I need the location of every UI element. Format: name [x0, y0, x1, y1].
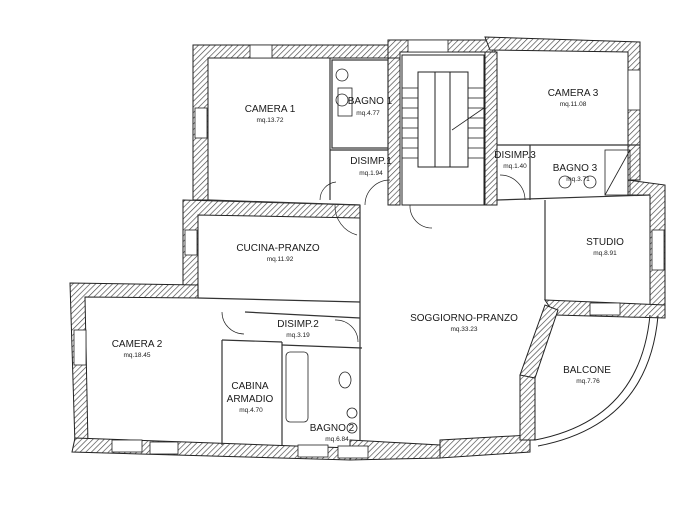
room-balcone: BALCONE mq.7.76 [563, 365, 611, 385]
room-camera-3: CAMERA 3 mq.11.08 [548, 88, 599, 108]
room-name: BAGNO 1 [348, 96, 393, 107]
room-name: BAGNO 3 [553, 163, 598, 174]
staircase [401, 54, 485, 206]
room-area: mq.11.92 [267, 256, 294, 263]
room-area: mq.7.76 [576, 378, 600, 385]
room-bagno-3: BAGNO 3 mq.3.71 [553, 163, 598, 183]
room-name: DISIMP.3 [494, 150, 536, 161]
room-bagno-1: BAGNO 1 mq.4.77 [348, 96, 393, 117]
room-area: mq.3.71 [566, 176, 590, 183]
room-name: CABINA [231, 381, 269, 392]
room-name: SOGGIORNO-PRANZO [410, 313, 518, 324]
room-name: BAGNO 2 [310, 423, 355, 434]
room-area: mq.4.70 [239, 407, 263, 414]
room-camera-1: CAMERA 1 mq.13.72 [245, 104, 296, 124]
room-disimp-3: DISIMP.3 mq.1.40 [494, 150, 536, 170]
room-area: mq.1.40 [503, 163, 527, 170]
room-area: mq.6.84 [325, 436, 349, 443]
interior-walls [197, 58, 651, 445]
room-cucina-pranzo: CUCINA-PRANZO mq.11.92 [236, 243, 320, 263]
room-disimp-2: DISIMP.2 mq.3.19 [277, 319, 319, 339]
balcony-railing [534, 314, 659, 447]
room-area: mq.18.45 [123, 352, 150, 359]
room-area: mq.33.23 [450, 326, 477, 333]
room-area: mq.13.72 [256, 117, 283, 124]
room-camera-2: CAMERA 2 mq.18.45 [112, 339, 163, 359]
room-area: mq.3.19 [286, 332, 310, 339]
fixtures [285, 68, 631, 434]
room-name: CAMERA 2 [112, 339, 163, 350]
room-labels: CAMERA 1 mq.13.72 BAGNO 1 mq.4.77 DISIMP… [112, 88, 624, 443]
room-name: BALCONE [563, 365, 611, 376]
room-name: ARMADIO [227, 394, 274, 405]
room-cabina-armadio: CABINA ARMADIO mq.4.70 [227, 381, 274, 414]
windows [73, 39, 665, 459]
room-area: mq.4.77 [356, 110, 380, 117]
room-name: CUCINA-PRANZO [236, 243, 320, 254]
room-area: mq.1.94 [359, 170, 383, 177]
room-area: mq.11.08 [560, 101, 587, 108]
room-name: CAMERA 1 [245, 104, 296, 115]
room-disimp-1: DISIMP.1 mq.1.94 [350, 156, 392, 177]
room-bagno-2: BAGNO 2 mq.6.84 [310, 423, 355, 443]
room-soggiorno-pranzo: SOGGIORNO-PRANZO mq.33.23 [410, 313, 518, 333]
room-name: CAMERA 3 [548, 88, 599, 99]
doors [221, 174, 526, 343]
room-name: STUDIO [586, 237, 624, 248]
room-name: DISIMP.2 [277, 319, 319, 330]
room-studio: STUDIO mq.8.91 [586, 237, 624, 257]
room-name: DISIMP.1 [350, 156, 392, 167]
room-area: mq.8.91 [593, 250, 617, 257]
